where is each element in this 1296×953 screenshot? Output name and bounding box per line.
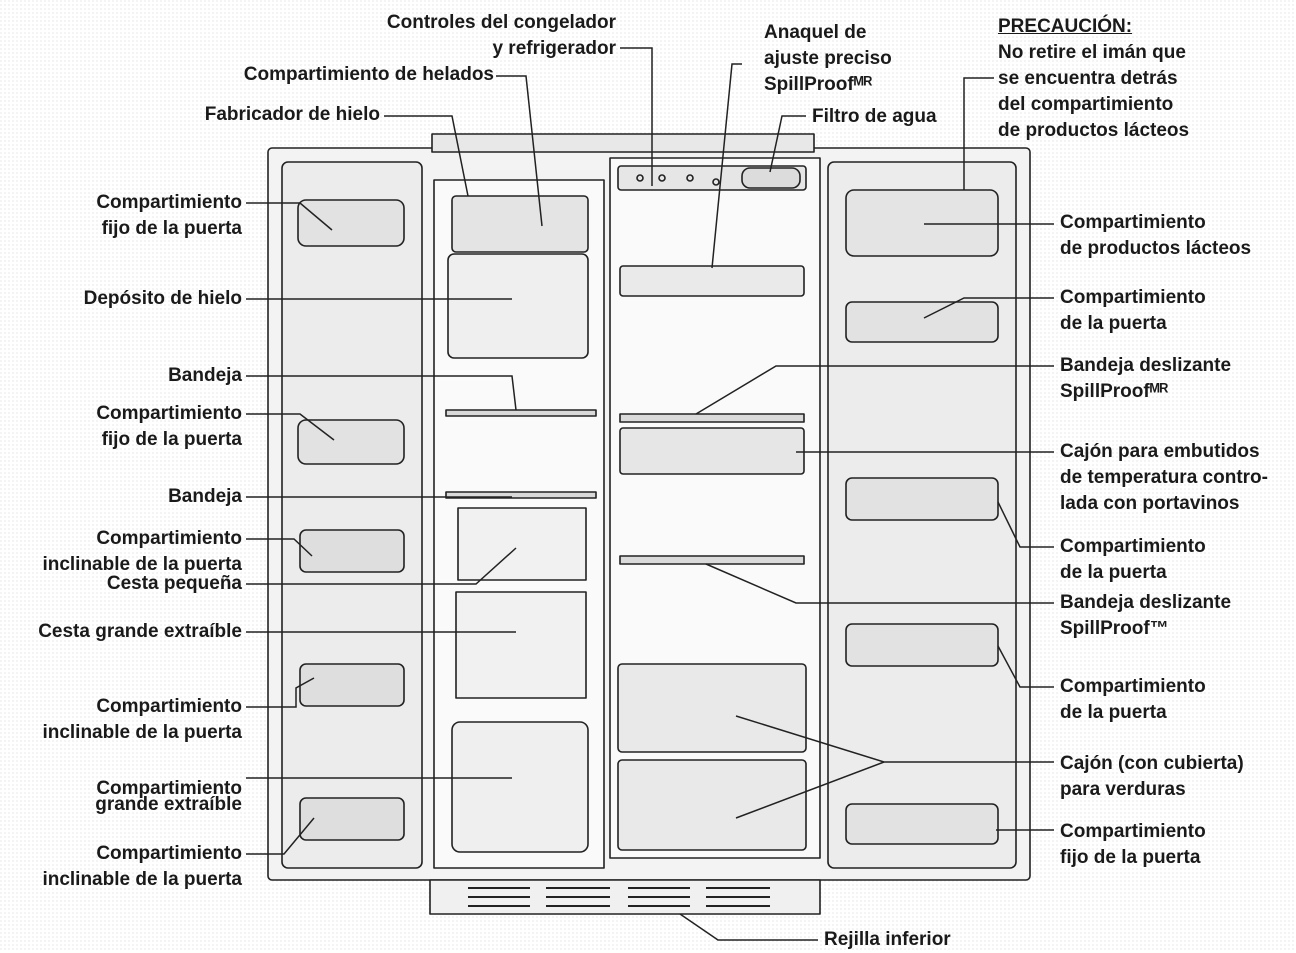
label-bandeja-deslizante-2: Bandeja deslizante SpillProof™ [1060,592,1232,639]
label-bandeja-deslizante-1: Bandeja deslizante SpillProofᴹᴿ [1060,355,1232,402]
freezer-door-tilt-bin-3 [299,797,405,841]
freezer-door-bin-1 [297,199,405,247]
label-bandeja-2: Bandeja [168,486,242,507]
fridge-door-bin-3 [845,623,999,667]
label-right-fijo: Compartimiento fijo de la puerta [1060,821,1206,868]
fridge-interior [609,157,821,859]
label-left-fijo-1: Compartimiento fijo de la puerta [96,192,242,239]
precaucion-title: PRECAUCIÓN: [998,16,1133,37]
label-cajon-verduras: Cajón (con cubierta) para verduras [1060,753,1244,800]
crisper-top [617,663,807,753]
large-basket [455,591,587,699]
ice-bin [447,253,589,359]
label-right-puerta-2: Compartimiento de la puerta [1060,536,1206,583]
label-cesta-grande: Cesta grande extraíble [38,621,242,642]
dairy-compartment [845,189,999,257]
freezer-shelf-1 [445,409,597,417]
label-fabricador-hielo: Fabricador de hielo [204,104,380,125]
label-left-inclinable-1: Compartimiento inclinable de la puerta [42,528,242,575]
cabinet-top [431,133,815,153]
fridge-door-bin-2 [845,477,999,521]
freezer-door-tilt-bin-1 [299,529,405,573]
crisper-bottom [617,759,807,851]
leader-lines [246,47,1054,941]
label-precaucion: PRECAUCIÓN: No retire el imán que se enc… [998,16,1190,141]
label-compartimiento-helados: Compartimiento de helados [243,64,494,85]
label-left-fijo-2: Compartimiento fijo de la puerta [96,403,242,450]
label-cesta-pequena: Cesta pequeña [106,573,242,594]
label-anaquel: Anaquel de ajuste preciso SpillProofᴹᴿ [764,22,892,95]
label-grande-extraible: Compartimiento grande extraíble [95,778,242,815]
small-basket [457,507,587,581]
freezer-bottom-bin [451,721,589,853]
label-cajon-embutidos: Cajón para embutidos de temperatura cont… [1060,441,1268,514]
label-left-inclinable-3: Compartimiento inclinable de la puerta [42,843,242,890]
label-bandeja-1: Bandeja [168,365,242,386]
fridge-door-bin-4 [845,803,999,845]
label-filtro-agua: Filtro de agua [812,106,937,127]
freezer-shelf-2 [445,491,597,499]
deli-drawer [619,427,805,475]
label-deposito-hielo: Depósito de hielo [83,288,242,309]
fridge-shelf-3 [619,555,805,565]
label-controles: Controles del congelador y refrigerador [386,12,616,59]
freezer-door-bin-2 [297,419,405,465]
label-lacteos: Compartimiento de productos lácteos [1060,212,1252,259]
label-right-puerta-1: Compartimiento de la puerta [1060,287,1206,334]
fridge-shelf-1 [619,265,805,297]
fridge-door-bin-1 [845,301,999,343]
fridge-shelf-2 [619,413,805,423]
label-left-inclinable-2: Compartimiento inclinable de la puerta [42,696,242,743]
freezer-door [281,161,423,869]
water-filter [741,167,801,189]
ice-maker [451,195,589,253]
label-right-puerta-3: Compartimiento de la puerta [1060,676,1206,723]
freezer-door-tilt-bin-2 [299,663,405,707]
label-rejilla-inferior: Rejilla inferior [824,929,951,950]
